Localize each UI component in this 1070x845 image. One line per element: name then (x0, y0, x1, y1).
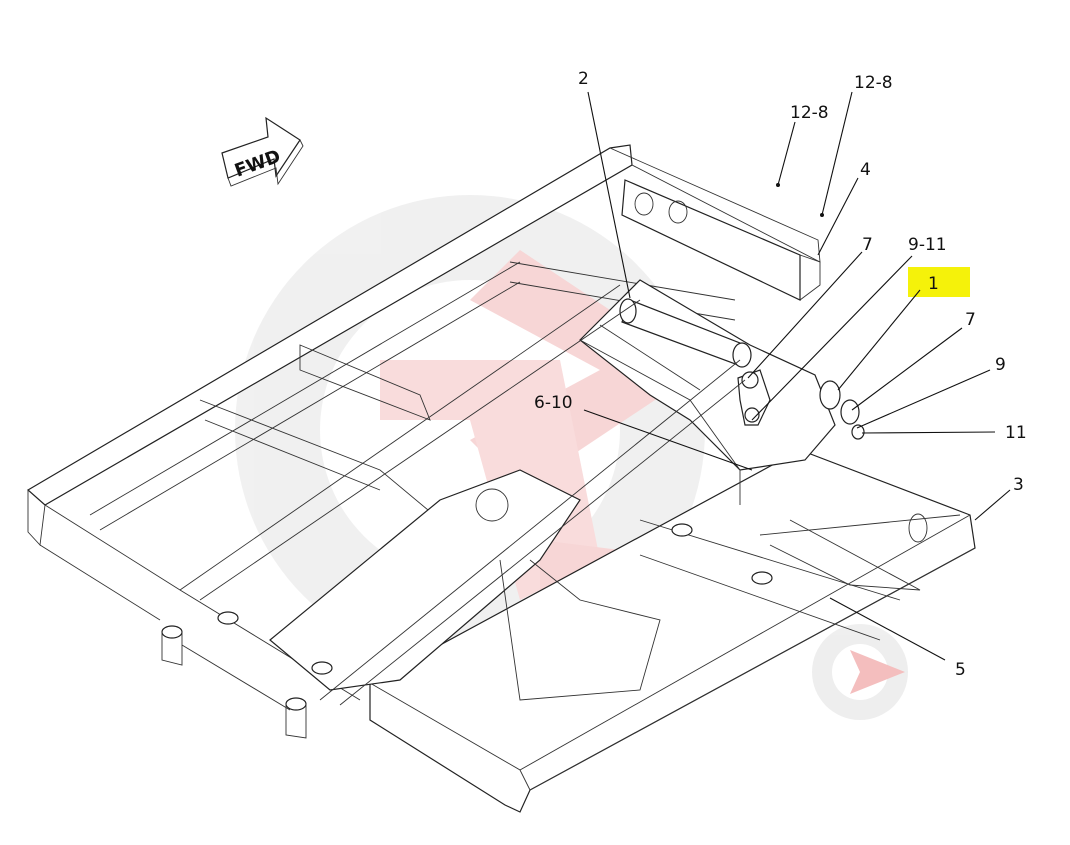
main-frame (26, 144, 976, 813)
callout-labels: 2 12-8 12-8 4 7 9-11 1 7 9 11 6-10 3 5 (534, 69, 1027, 680)
callout-7-b: 7 (965, 310, 976, 330)
callout-12-8-b: 12-8 (854, 73, 893, 93)
callout-12-8-a: 12-8 (790, 103, 829, 123)
callout-3: 3 (1013, 475, 1024, 495)
callout-5: 5 (955, 660, 966, 680)
boom-pivot-assembly (179, 279, 865, 706)
callout-1: 1 (928, 274, 939, 294)
callout-6-10: 6-10 (534, 393, 573, 413)
callout-9: 9 (995, 355, 1006, 375)
callout-2: 2 (578, 69, 589, 89)
callout-9-11: 9-11 (908, 235, 947, 255)
callout-4: 4 (860, 160, 871, 180)
callout-7-a: 7 (862, 235, 873, 255)
callout-11: 11 (1005, 423, 1027, 443)
fwd-direction-arrow: FWD (221, 116, 304, 187)
leader-lines (583, 91, 1011, 661)
